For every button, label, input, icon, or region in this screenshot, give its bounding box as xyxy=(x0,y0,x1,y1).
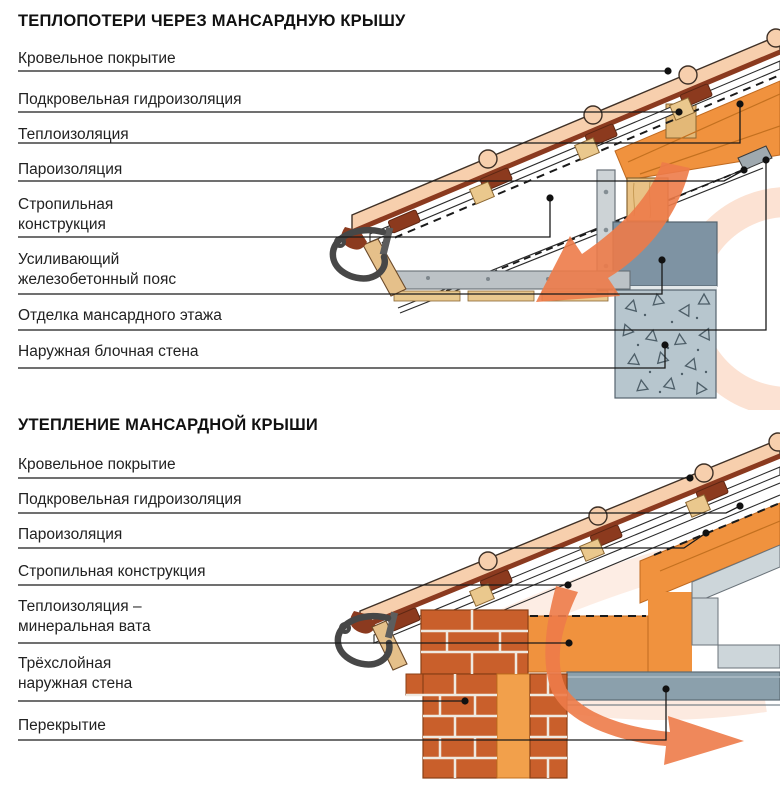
label-vapor-barrier-2: Пароизоляция xyxy=(18,526,123,543)
heat-retained-arrow xyxy=(545,586,744,765)
aggregate-specks xyxy=(636,313,708,394)
counter-batten-blocks-2 xyxy=(469,494,711,607)
leader-lines-2 xyxy=(18,477,741,741)
label-rafter-structure: Стропильная конструкция xyxy=(18,196,114,233)
tile-curls xyxy=(478,28,780,169)
heat-loss-diagram xyxy=(18,28,780,410)
leader-dots-2 xyxy=(461,474,744,705)
label-vapor-barrier: Пароизоляция xyxy=(18,161,123,178)
gutter-curl-2 xyxy=(339,622,351,634)
vapor-barrier-dashed-line xyxy=(423,166,751,301)
label-attic-finish: Отделка мансардного этажа xyxy=(18,307,222,324)
label-underroof-waterproofing: Подкровельная гидроизоляция xyxy=(18,91,242,108)
label-roof-covering: Кровельное покрытие xyxy=(18,50,176,67)
tile-under-edge xyxy=(353,49,780,234)
leader-lines xyxy=(18,70,767,369)
mortar-joints xyxy=(406,610,567,778)
heat-loss-arrow xyxy=(536,162,690,302)
belt-seam xyxy=(613,286,717,290)
leader-dots xyxy=(546,67,770,349)
section-heat-loss-title: ТЕПЛОПОТЕРИ ЧЕРЕЗ МАНСАРДНУЮ КРЫШУ xyxy=(18,12,406,30)
section-insulation-title: УТЕПЛЕНИЕ МАНСАРДНОЙ КРЫШИ xyxy=(18,416,318,434)
finish-edge-strip xyxy=(737,145,773,171)
gutter-bracket-2 xyxy=(384,611,399,639)
gutter-2 xyxy=(334,613,393,668)
label-three-layer-wall: Трёхслойная наружная стена xyxy=(18,655,133,692)
gutter-bracket xyxy=(379,226,394,256)
floor-slab xyxy=(566,671,780,701)
label-roof-covering-2: Кровельное покрытие xyxy=(18,456,176,473)
label-mineral-wool-insulation: Теплоизоляция – минеральная вата xyxy=(18,598,151,635)
label-floor-slab: Перекрытие xyxy=(18,717,106,734)
aggregate-triangles xyxy=(622,292,711,396)
label-thermal-insulation: Теплоизоляция xyxy=(18,126,129,143)
gutter-curl xyxy=(334,236,346,248)
warm-glow-slab xyxy=(558,688,767,720)
label-reinforced-concrete-belt: Усиливающий железобетонный пояс xyxy=(18,251,177,288)
tile-curls-2 xyxy=(478,432,780,571)
counter-batten-blocks xyxy=(469,97,695,205)
roof-tiles xyxy=(351,34,780,233)
label-underroof-waterproofing-2: Подкровельная гидроизоляция xyxy=(18,491,242,508)
gutter xyxy=(329,227,388,282)
insulation-diagram xyxy=(18,432,780,779)
label-rafter-structure-2: Стропильная конструкция xyxy=(18,563,206,580)
rafter-lines xyxy=(429,482,780,629)
label-block-wall: Наружная блочная стена xyxy=(18,343,199,360)
tile-under-edge-2 xyxy=(361,453,780,630)
interior-lining xyxy=(691,544,780,669)
mineral-wool-insulation xyxy=(527,502,780,673)
